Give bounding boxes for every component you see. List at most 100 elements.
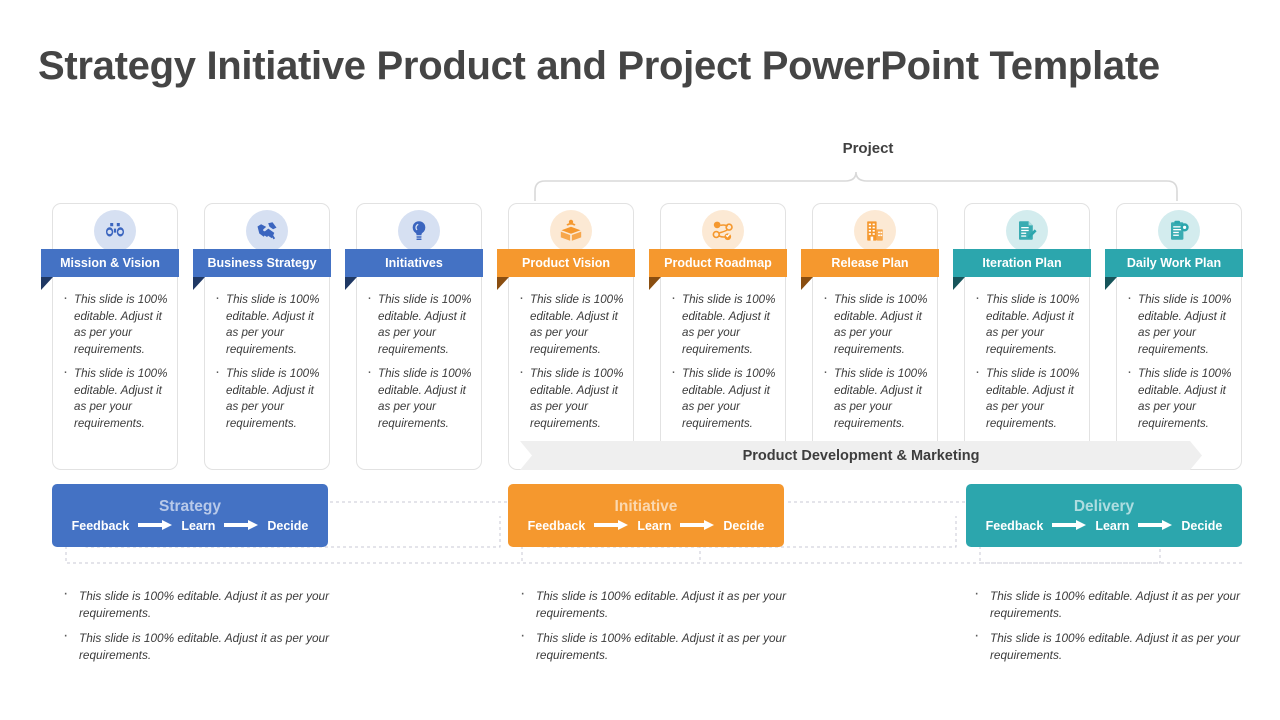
card-title-ribbon: Release Plan xyxy=(801,249,939,277)
list-item: This slide is 100% editable. Adjust it a… xyxy=(1125,290,1235,358)
product-development-banner xyxy=(520,441,1202,470)
card-title: Business Strategy xyxy=(207,256,317,270)
page-title: Strategy Initiative Product and Project … xyxy=(38,44,1160,88)
list-item: This slide is 100% editable. Adjust it a… xyxy=(973,290,1083,358)
list-item: This slide is 100% editable. Adjust it a… xyxy=(966,585,1280,622)
list-item: This slide is 100% editable. Adjust it a… xyxy=(365,290,475,358)
project-bracket-icon xyxy=(534,171,1178,201)
list-item: This slide is 100% editable. Adjust it a… xyxy=(213,364,323,432)
ribbon-fold xyxy=(193,277,205,290)
ribbon-fold xyxy=(497,277,509,290)
phase-step: Learn xyxy=(637,519,672,533)
arrow-right-icon xyxy=(224,519,259,534)
product-development-banner-label: Product Development & Marketing xyxy=(742,447,980,464)
card-title: Daily Work Plan xyxy=(1126,256,1222,270)
list-item: This slide is 100% editable. Adjust it a… xyxy=(365,364,475,432)
phase-step: Learn xyxy=(1095,519,1130,533)
card-title: Iteration Plan xyxy=(982,256,1062,270)
arrow-right-icon xyxy=(138,519,173,534)
phase-step: Decide xyxy=(723,519,765,533)
phase-step: Feedback xyxy=(985,519,1044,533)
list-item: This slide is 100% editable. Adjust it a… xyxy=(1125,364,1235,432)
ribbon-fold xyxy=(953,277,965,290)
card-product-vision[interactable]: Product VisionThis slide is 100% editabl… xyxy=(497,203,635,470)
phase-steps: Feedback Learn Decide xyxy=(986,519,1223,534)
card-title: Product Roadmap xyxy=(664,256,772,270)
card-title: Product Vision xyxy=(522,256,610,270)
ribbon-fold xyxy=(649,277,661,290)
arrow-right-icon xyxy=(1052,519,1087,534)
card-release-plan[interactable]: Release PlanThis slide is 100% editable.… xyxy=(801,203,939,470)
phase-step: Feedback xyxy=(527,519,586,533)
list-item: This slide is 100% editable. Adjust it a… xyxy=(821,290,931,358)
project-bracket-label: Project xyxy=(842,140,894,157)
card-title: Release Plan xyxy=(831,256,909,270)
card-title-ribbon: Business Strategy xyxy=(193,249,331,277)
card-bullet-list: This slide is 100% editable. Adjust it a… xyxy=(213,290,323,440)
phase-bullet-list: This slide is 100% editable. Adjust it a… xyxy=(512,585,842,672)
card-iteration-plan[interactable]: Iteration PlanThis slide is 100% editabl… xyxy=(953,203,1091,470)
phase-bullet-list: This slide is 100% editable. Adjust it a… xyxy=(966,585,1280,672)
building-icon xyxy=(854,210,896,252)
list-item: This slide is 100% editable. Adjust it a… xyxy=(973,364,1083,432)
card-bullet-list: This slide is 100% editable. Adjust it a… xyxy=(365,290,475,440)
phase-bullet-list: This slide is 100% editable. Adjust it a… xyxy=(55,585,385,672)
phase-steps: Feedback Learn Decide xyxy=(528,519,765,534)
list-item: This slide is 100% editable. Adjust it a… xyxy=(55,585,385,622)
phase-step: Feedback xyxy=(71,519,130,533)
list-item: This slide is 100% editable. Adjust it a… xyxy=(517,364,627,432)
list-item: This slide is 100% editable. Adjust it a… xyxy=(669,364,779,432)
card-product-roadmap[interactable]: Product RoadmapThis slide is 100% editab… xyxy=(649,203,787,470)
phase-step: Decide xyxy=(267,519,309,533)
card-initiatives[interactable]: InitiativesThis slide is 100% editable. … xyxy=(345,203,483,470)
lightbulb-icon xyxy=(398,210,440,252)
card-bullet-list: This slide is 100% editable. Adjust it a… xyxy=(973,290,1083,440)
phase-title: Initiative xyxy=(614,497,678,515)
card-bullet-list: This slide is 100% editable. Adjust it a… xyxy=(61,290,171,440)
open-box-icon xyxy=(550,210,592,252)
ribbon-fold xyxy=(1105,277,1117,290)
document-edit-icon xyxy=(1006,210,1048,252)
card-title: Mission & Vision xyxy=(60,256,160,270)
roadmap-nodes-icon xyxy=(702,210,744,252)
list-item: This slide is 100% editable. Adjust it a… xyxy=(821,364,931,432)
binoculars-icon xyxy=(94,210,136,252)
card-bullet-list: This slide is 100% editable. Adjust it a… xyxy=(517,290,627,440)
card-title-ribbon: Daily Work Plan xyxy=(1105,249,1243,277)
list-item: This slide is 100% editable. Adjust it a… xyxy=(669,290,779,358)
list-item: This slide is 100% editable. Adjust it a… xyxy=(512,585,842,622)
card-bullet-list: This slide is 100% editable. Adjust it a… xyxy=(669,290,779,440)
card-bullet-list: This slide is 100% editable. Adjust it a… xyxy=(1125,290,1235,440)
arrow-right-icon xyxy=(1138,519,1173,534)
card-title-ribbon: Product Roadmap xyxy=(649,249,787,277)
phase-title: Delivery xyxy=(1073,497,1135,515)
ribbon-fold xyxy=(345,277,357,290)
card-title-ribbon: Iteration Plan xyxy=(953,249,1091,277)
list-item: This slide is 100% editable. Adjust it a… xyxy=(512,627,842,664)
ribbon-fold xyxy=(41,277,53,290)
list-item: This slide is 100% editable. Adjust it a… xyxy=(517,290,627,358)
card-title: Initiatives xyxy=(385,256,443,270)
card-business-strategy[interactable]: Business StrategyThis slide is 100% edit… xyxy=(193,203,331,470)
list-item: This slide is 100% editable. Adjust it a… xyxy=(966,627,1280,664)
arrow-right-icon xyxy=(594,519,629,534)
clipboard-gear-icon xyxy=(1158,210,1200,252)
phase-title: Strategy xyxy=(158,497,222,515)
card-mission-vision[interactable]: Mission & VisionThis slide is 100% edita… xyxy=(41,203,179,470)
phase-step: Decide xyxy=(1181,519,1223,533)
list-item: This slide is 100% editable. Adjust it a… xyxy=(55,627,385,664)
list-item: This slide is 100% editable. Adjust it a… xyxy=(61,364,171,432)
handshake-icon xyxy=(246,210,288,252)
list-item: This slide is 100% editable. Adjust it a… xyxy=(61,290,171,358)
card-title-ribbon: Product Vision xyxy=(497,249,635,277)
card-title-ribbon: Mission & Vision xyxy=(41,249,179,277)
card-title-ribbon: Initiatives xyxy=(345,249,483,277)
arrow-right-icon xyxy=(680,519,715,534)
card-daily-work-plan[interactable]: Daily Work PlanThis slide is 100% editab… xyxy=(1105,203,1243,470)
ribbon-fold xyxy=(801,277,813,290)
